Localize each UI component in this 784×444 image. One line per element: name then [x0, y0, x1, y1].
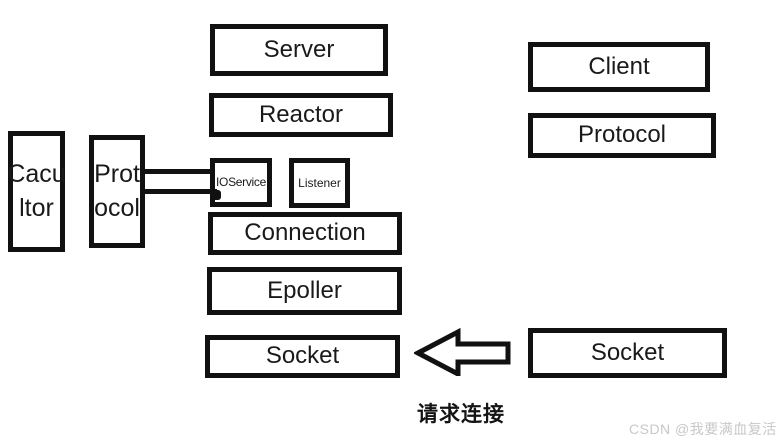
box-connection: Connection [208, 212, 402, 255]
box-socket-client-side: Socket [528, 328, 727, 378]
left-block-arrow-icon [414, 328, 511, 376]
protocol-to-ioservice-connector-bottom-bar [145, 189, 217, 194]
box-reactor: Reactor [209, 93, 393, 137]
box-epoller: Epoller [207, 267, 402, 315]
box-server: Server [210, 24, 388, 76]
box-socket-server-side: Socket [205, 335, 400, 378]
csdn-watermark: CSDN @我要满血复活 [629, 421, 777, 437]
protocol-to-ioservice-connector-endpoint [211, 190, 221, 200]
protocol-to-ioservice-connector-top-bar [145, 169, 211, 174]
box-listener: Listener [289, 158, 350, 208]
box-caculator: Cacu ltor [7, 131, 66, 252]
request-connection-label: 请求连接 [417, 403, 505, 426]
box-client: Client [528, 42, 710, 92]
box-protocol-server-side: Prot ocol [89, 135, 145, 248]
box-protocol-client-side: Protocol [528, 113, 716, 158]
